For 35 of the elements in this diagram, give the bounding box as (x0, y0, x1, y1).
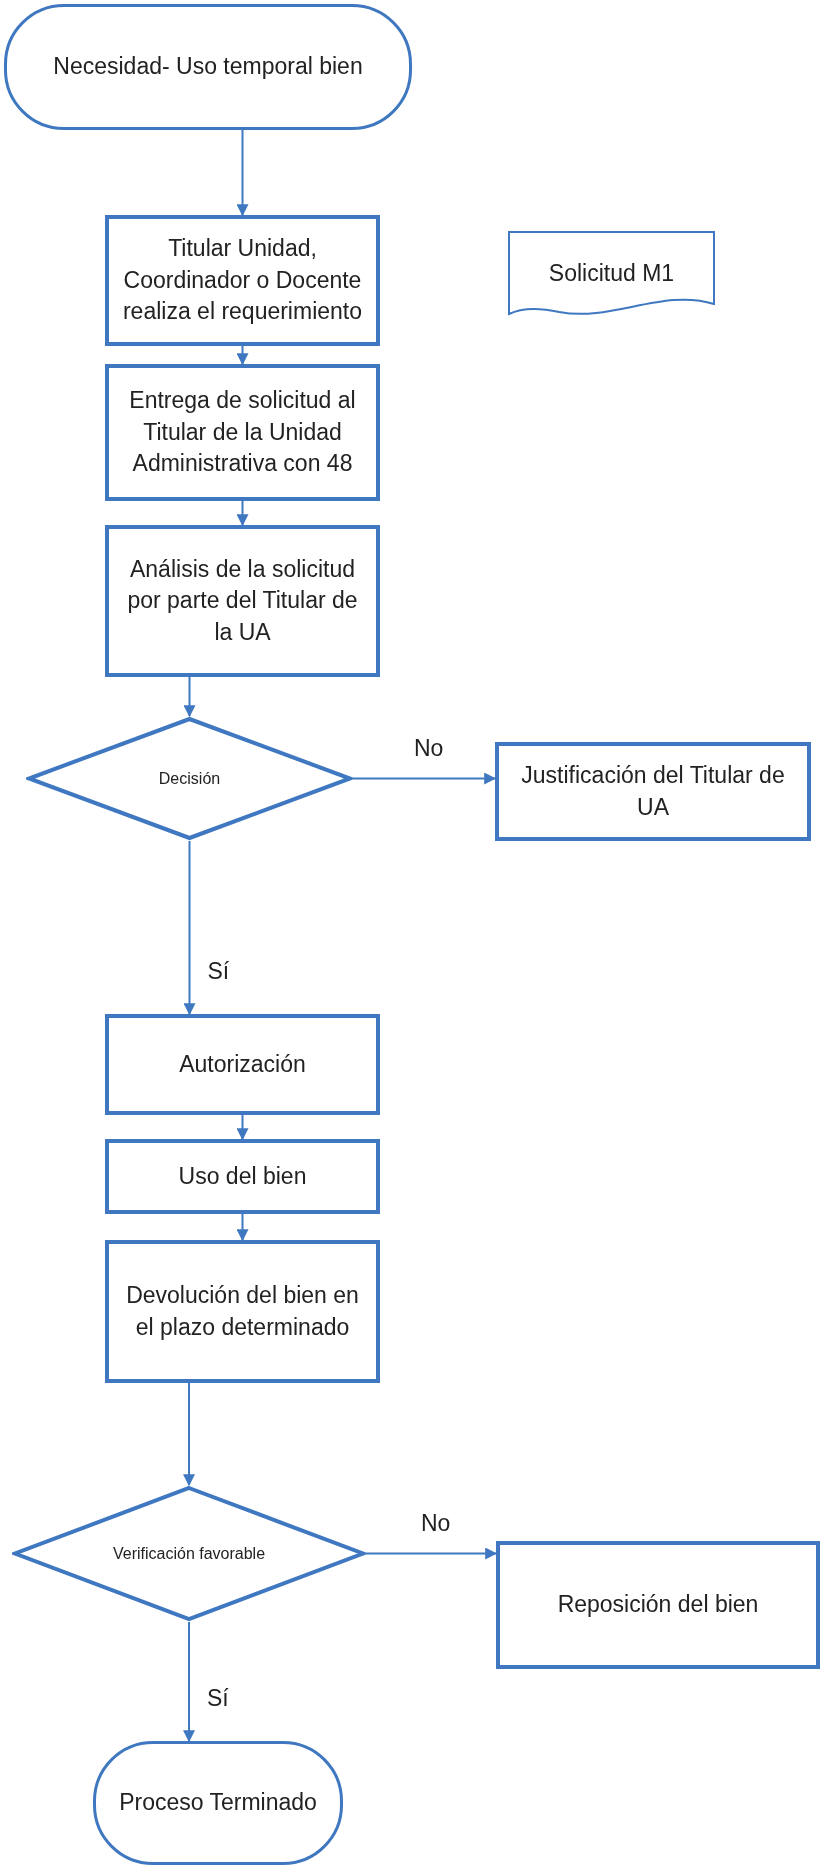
process-box (105, 525, 380, 677)
process-box (105, 364, 380, 501)
node-text: Análisis de la solicitud por parte del Titular de la UA (126, 554, 359, 647)
node-text: Decisión (157, 768, 222, 789)
arrow (183, 1382, 195, 1487)
arrow (365, 1547, 498, 1560)
arrow (352, 772, 497, 785)
arrow (236, 345, 249, 366)
decision-diamond (26, 716, 353, 841)
decision-diamond (12, 1485, 366, 1622)
process-box (105, 1240, 380, 1383)
node-text: Uso del bien (177, 1161, 308, 1191)
process-box (105, 1014, 380, 1115)
arrow (236, 1213, 249, 1242)
arrow (236, 129, 249, 217)
node-text: Justificación del Titular de UA (520, 760, 786, 822)
node-text: Proceso Terminado (118, 1788, 318, 1818)
arrow (183, 1621, 195, 1743)
node-text: Entrega de solicitud al Titular de la Unidad Administrativa con 48 (128, 386, 357, 479)
node-text: Verificación favorable (111, 1543, 267, 1564)
arrow (183, 840, 196, 1016)
process-box (495, 742, 811, 841)
document-shape (507, 230, 716, 318)
process-box (496, 1541, 820, 1669)
node-text: Titular Unidad, Coordinador o Docente realiza el requerimiento (121, 234, 364, 327)
arrow (236, 500, 249, 527)
node-text: Autorización (178, 1049, 307, 1079)
node-text: Necesidad- Uso temporal bien (52, 52, 364, 82)
process-box (105, 1139, 380, 1214)
process-box (105, 215, 380, 346)
node-text: Devolución del bien en el plazo determinado (125, 1280, 360, 1342)
node-text: Solicitud M1 (547, 259, 676, 289)
arrow (236, 1114, 249, 1141)
node-text: Reposición del bien (556, 1590, 760, 1620)
arrow (183, 676, 196, 718)
